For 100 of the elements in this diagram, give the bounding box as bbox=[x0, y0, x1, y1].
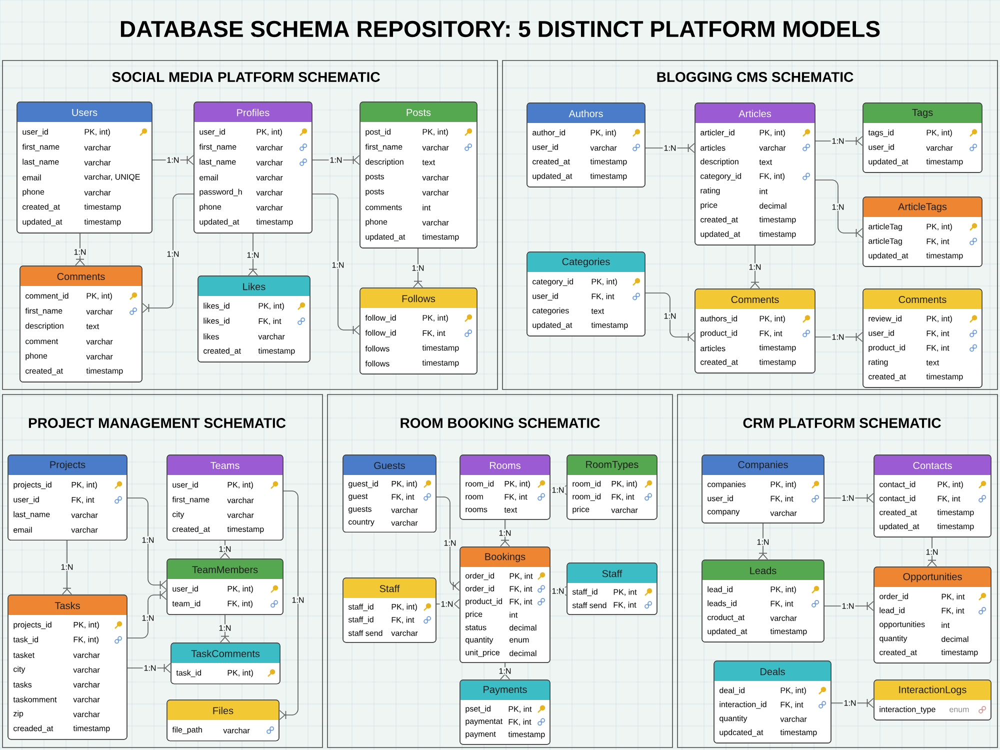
entity-table bbox=[16, 102, 152, 234]
panel-title: SOCIAL MEDIA PLATFORM SCHEMATIC bbox=[112, 72, 380, 82]
table-title: Payments bbox=[484, 686, 527, 695]
column-name: interaction_type bbox=[880, 706, 936, 714]
column-type: varchar bbox=[611, 507, 638, 513]
column-type: decimal bbox=[510, 624, 536, 631]
entity-table bbox=[566, 454, 658, 520]
relationship-line bbox=[62, 540, 72, 595]
relationship-line bbox=[824, 601, 874, 611]
entity-table bbox=[714, 660, 832, 744]
table-title: Articles bbox=[738, 110, 772, 118]
relationship-line bbox=[126, 498, 167, 590]
column-type: PK, int) bbox=[760, 130, 785, 137]
column-type: FK, int bbox=[422, 330, 446, 337]
column-name: created_at bbox=[204, 348, 241, 356]
column-name: guest_id bbox=[348, 480, 378, 488]
column-type: varchar bbox=[256, 204, 283, 210]
column-type: timestamp bbox=[73, 725, 110, 733]
column-type: PK, int bbox=[942, 594, 965, 600]
column-name: comments bbox=[366, 204, 402, 210]
column-name: description bbox=[26, 322, 64, 330]
column-name: rating bbox=[868, 359, 888, 366]
column-name: articleTag bbox=[868, 238, 902, 246]
column-name: likes_id bbox=[204, 318, 230, 326]
column-name: room_id bbox=[572, 480, 601, 488]
column-name: created_at bbox=[880, 509, 917, 517]
column-name: staff_id bbox=[348, 604, 374, 612]
column-name: comment bbox=[26, 338, 58, 344]
column-type: varchar bbox=[84, 144, 111, 150]
column-type: FK, int bbox=[592, 293, 614, 300]
column-type: FK, int) bbox=[228, 600, 252, 608]
table-title: Comments bbox=[731, 296, 779, 304]
column-type: varchar bbox=[73, 666, 100, 673]
entity-table bbox=[170, 642, 280, 684]
column-name: user_id bbox=[532, 293, 558, 300]
column-type: varchar bbox=[84, 160, 111, 166]
column-name: created_at bbox=[172, 526, 210, 534]
column-name: room bbox=[466, 495, 483, 500]
panel-title: BLOGGING CMS SCHEMATIC bbox=[657, 72, 854, 82]
table-title: Deals bbox=[760, 668, 785, 676]
column-name: contact_id bbox=[880, 481, 916, 489]
relationship-line bbox=[436, 496, 460, 591]
column-type: FK, int bbox=[770, 496, 794, 502]
table-title: ArticleTags bbox=[898, 202, 947, 212]
column-name: author_id bbox=[532, 130, 566, 137]
column-type: varchar bbox=[770, 510, 797, 516]
column-name: pset_id bbox=[466, 706, 490, 714]
column-name: quantity bbox=[720, 715, 748, 723]
column-type: timestamp bbox=[926, 252, 963, 260]
column-name: comment_id bbox=[26, 292, 68, 300]
column-type: timestamp bbox=[258, 348, 295, 356]
column-name: paymentat bbox=[466, 718, 502, 726]
column-name: city bbox=[14, 666, 26, 674]
column-type: enum bbox=[510, 638, 529, 643]
column-name: description bbox=[700, 158, 738, 166]
column-name: city bbox=[172, 511, 184, 519]
table-title: Projects bbox=[50, 460, 86, 470]
relationship-line bbox=[644, 143, 695, 153]
table-title: Categories bbox=[562, 258, 610, 268]
entity-table bbox=[566, 562, 658, 615]
column-type: varchar bbox=[73, 711, 100, 718]
column-name: follows bbox=[365, 360, 390, 366]
column-type: timestamp bbox=[759, 359, 796, 366]
entity-table bbox=[8, 454, 128, 541]
column-name: staff send bbox=[348, 630, 382, 636]
entity-table bbox=[342, 578, 436, 643]
column-type: timestamp bbox=[926, 374, 963, 381]
column-name: phone bbox=[366, 218, 388, 226]
entity-table bbox=[694, 288, 816, 374]
column-name: created_at bbox=[22, 204, 60, 212]
column-type: varchar bbox=[227, 497, 254, 504]
column-type: PK, int) bbox=[72, 482, 97, 490]
column-name: phone bbox=[22, 188, 44, 196]
column-name: guest bbox=[348, 494, 368, 501]
column-type: PK, int) bbox=[926, 130, 952, 137]
column-type: timestamp bbox=[422, 234, 459, 242]
column-type: FK, int bbox=[614, 602, 636, 609]
column-type: timestamp bbox=[937, 509, 974, 517]
column-name: email bbox=[22, 174, 41, 180]
column-type: int bbox=[510, 612, 518, 618]
column-name: updcated_at bbox=[720, 729, 764, 737]
table-title: Comments bbox=[898, 296, 946, 304]
column-type: varchar bbox=[590, 144, 617, 151]
column-type: PK, int) bbox=[86, 292, 112, 300]
column-name: last_name bbox=[14, 511, 50, 519]
column-name: guests bbox=[348, 506, 372, 514]
table-title: Comments bbox=[57, 272, 105, 280]
column-type: PK, int) bbox=[228, 586, 253, 594]
column-name: updated_at bbox=[868, 158, 908, 166]
column-name: product_id bbox=[466, 598, 502, 606]
entity-table bbox=[166, 454, 284, 541]
relationship-line bbox=[500, 519, 510, 547]
column-type: PK, int) bbox=[392, 480, 417, 488]
column-type: varchar bbox=[73, 682, 100, 688]
column-name: follow_id bbox=[365, 330, 396, 338]
column-name: description bbox=[366, 158, 404, 166]
entity-table bbox=[342, 454, 436, 533]
relationship-line bbox=[413, 248, 423, 288]
relationship-line bbox=[279, 490, 298, 720]
entity-table bbox=[694, 102, 816, 246]
